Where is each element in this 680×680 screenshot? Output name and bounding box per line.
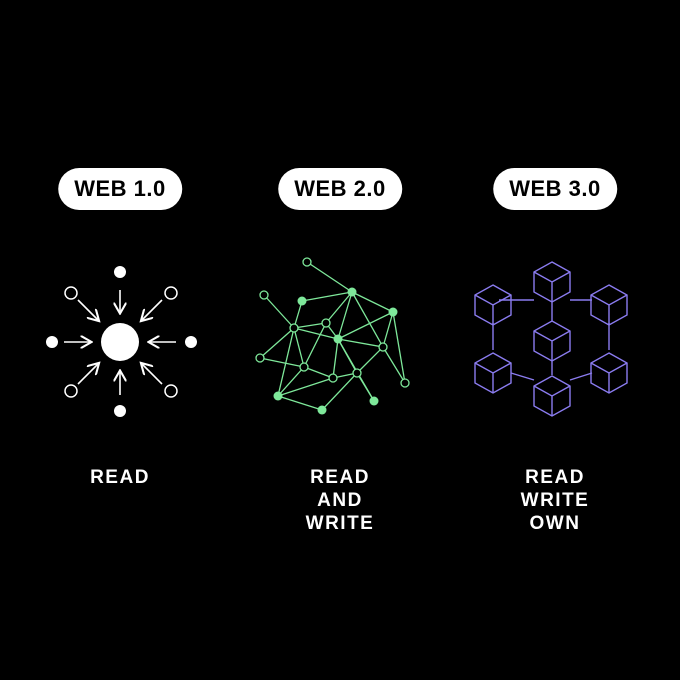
web2-column: WEB 2.0 bbox=[240, 0, 440, 680]
web2-node bbox=[273, 391, 283, 401]
web1-caption: READ bbox=[90, 467, 150, 488]
web1-hub bbox=[101, 323, 139, 361]
web1-node bbox=[114, 405, 126, 417]
web2-node bbox=[302, 257, 312, 267]
web2-node bbox=[378, 342, 388, 352]
web3-block bbox=[533, 320, 571, 362]
web2-node bbox=[255, 353, 265, 363]
web3-block bbox=[590, 352, 628, 394]
web1-node bbox=[114, 266, 126, 278]
web2-node bbox=[400, 378, 410, 388]
web1-node bbox=[185, 336, 197, 348]
web2-node bbox=[328, 373, 338, 383]
web3-caption: READ WRITE OWN bbox=[520, 467, 590, 534]
web1-label: WEB 1.0 bbox=[58, 168, 182, 210]
web2-node bbox=[289, 323, 299, 333]
web3-block bbox=[533, 375, 571, 417]
web1-node bbox=[164, 384, 178, 398]
web2-label: WEB 2.0 bbox=[278, 168, 402, 210]
web3-label: WEB 3.0 bbox=[493, 168, 617, 210]
web3-block bbox=[474, 352, 512, 394]
web2-mesh-diagram bbox=[255, 257, 410, 415]
web2-node bbox=[369, 396, 379, 406]
web2-node bbox=[352, 368, 362, 378]
web2-node bbox=[347, 287, 357, 297]
web2-node bbox=[299, 362, 309, 372]
web3-block bbox=[533, 261, 571, 303]
web1-node bbox=[64, 286, 78, 300]
web3-blockchain-diagram bbox=[474, 261, 628, 417]
web1-column: WEB 1.0 READ bbox=[20, 0, 220, 680]
web2-node bbox=[333, 334, 343, 344]
web2-node bbox=[259, 290, 269, 300]
web2-node bbox=[297, 296, 307, 306]
web3-block bbox=[474, 284, 512, 326]
web3-column: WEB 3.0 READ WRITE OWN bbox=[455, 0, 655, 680]
web1-node bbox=[164, 286, 178, 300]
web2-node bbox=[388, 307, 398, 317]
web2-caption: READ AND WRITE bbox=[305, 467, 375, 534]
web3-block bbox=[590, 284, 628, 326]
web1-hub-diagram bbox=[46, 266, 197, 417]
web1-node bbox=[46, 336, 58, 348]
web2-node bbox=[317, 405, 327, 415]
web2-node bbox=[321, 318, 331, 328]
web1-node bbox=[64, 384, 78, 398]
